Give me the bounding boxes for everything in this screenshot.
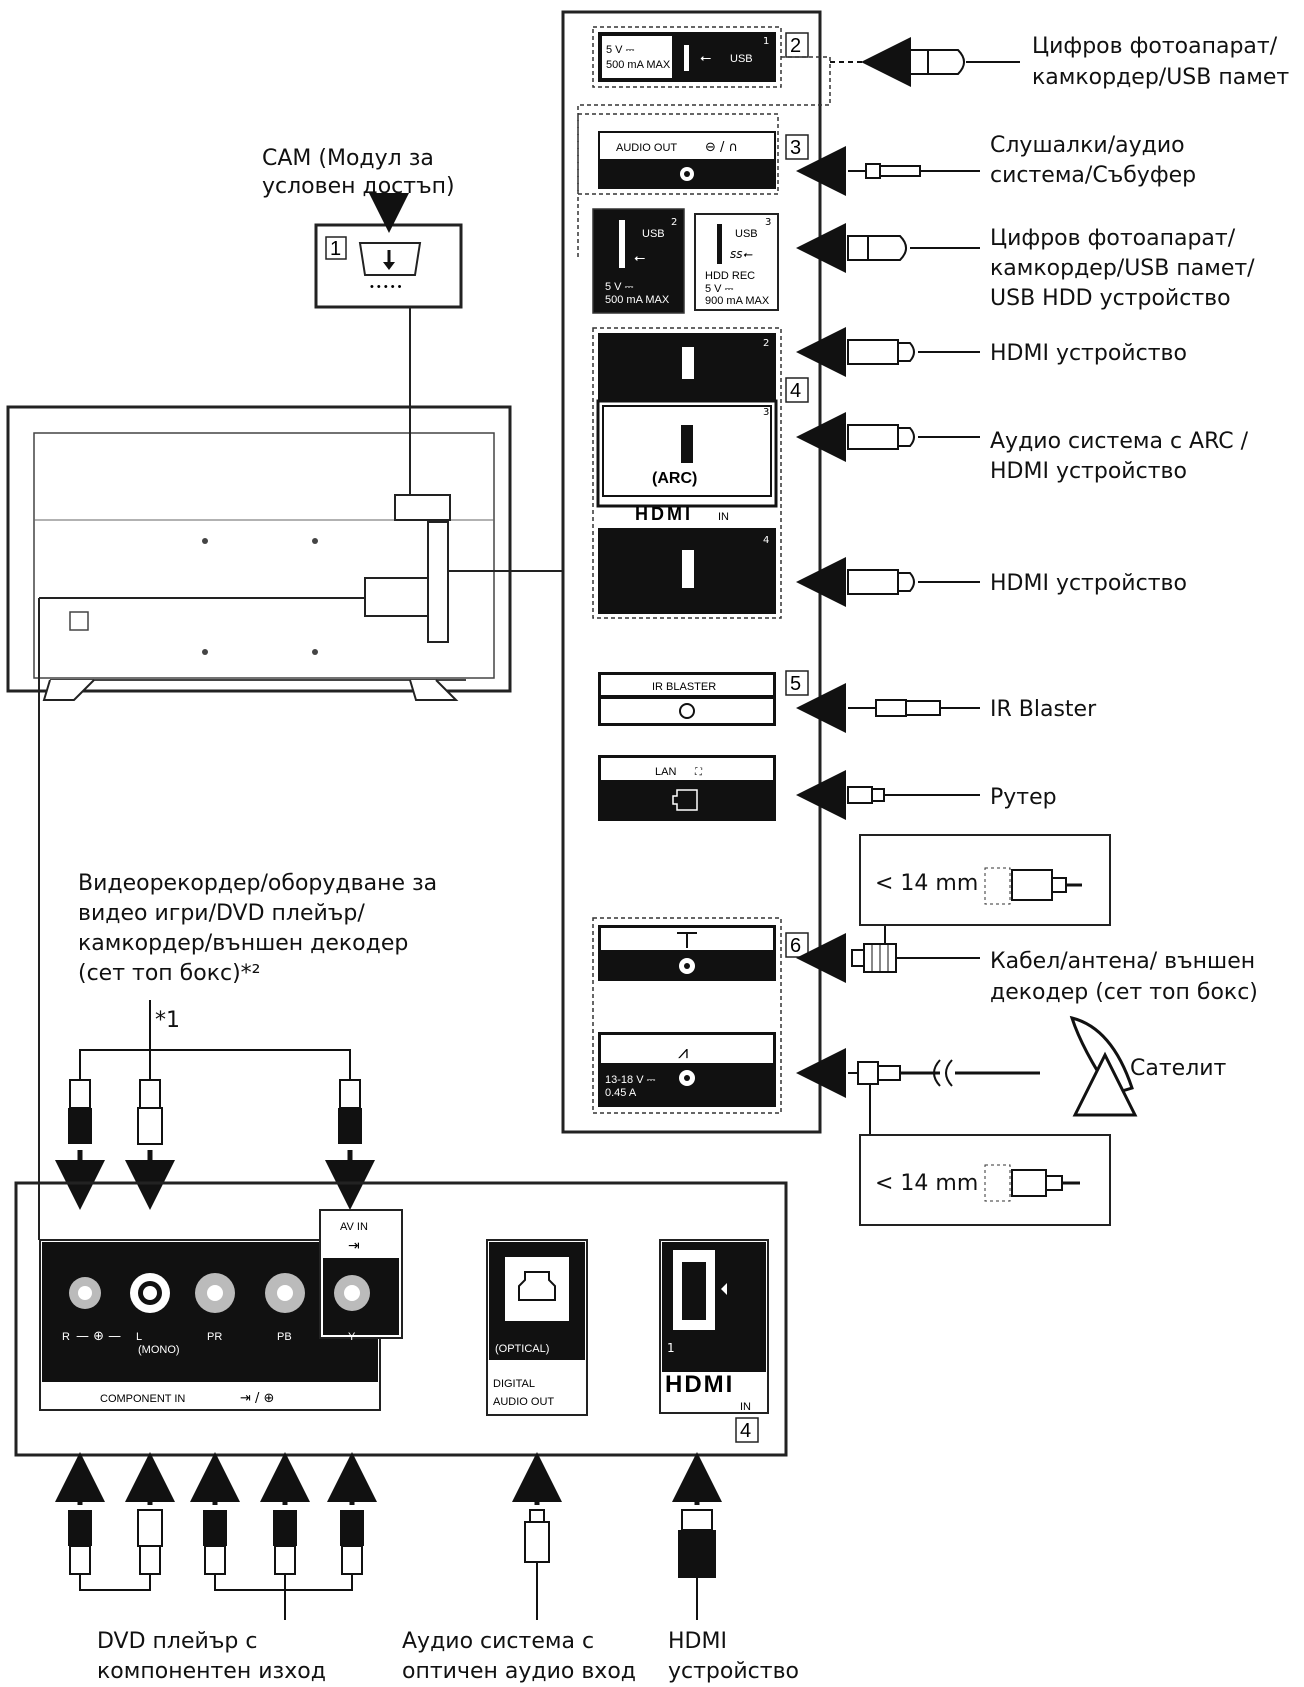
digital-audio-out-line1: DIGITAL	[493, 1378, 535, 1390]
cam-label-line1: CAM (Модул за	[262, 146, 434, 171]
cam-label-line2: условен достъп)	[262, 174, 455, 199]
hdmi-bottom-in: IN	[740, 1401, 751, 1413]
label-router: Рутер	[990, 785, 1057, 810]
hdmi4-index: 4	[763, 535, 769, 546]
av-in-label: AV IN	[340, 1221, 368, 1233]
mm-top-label: < 14 mm	[875, 871, 978, 896]
num-2: 2	[790, 35, 801, 57]
label-hdmi-device-2: HDMI устройство	[990, 571, 1187, 596]
lan-icon: ⛶	[694, 767, 703, 778]
num-4-side: 4	[790, 380, 801, 402]
mm-bottom-label: < 14 mm	[875, 1171, 978, 1196]
jack-label-pb: PB	[277, 1331, 292, 1343]
num-3: 3	[790, 137, 801, 159]
hdmi-bottom-index: 1	[667, 1341, 675, 1355]
hdmi-in-label: IN	[718, 511, 729, 523]
label-hdmi-bottom-line2: устройство	[668, 1659, 799, 1684]
label-dvd-line2: компонентен изход	[97, 1659, 326, 1684]
usb3-ss-icon: ss⭠	[730, 247, 754, 261]
label-video-line1: Видеорекордер/оборудване за	[78, 871, 437, 896]
side-panel: 5 V ⎓ 500 mA MAX USB ⭠ 1 2 AUDIO OUT ⊖ /…	[561, 10, 831, 1134]
jack-r-arrow-icon: — ⊕ —	[76, 1329, 121, 1344]
label-hdmi-bottom-line1: HDMI	[668, 1629, 727, 1654]
num-6: 6	[790, 935, 801, 957]
label-usb-top-line1: Цифров фотоапарат/	[1032, 34, 1278, 59]
usb1-index: 1	[763, 36, 769, 47]
label-usb-top-line2: камкордер/USB памет	[1032, 65, 1289, 90]
label-arc-line1: Аудио система с ARC /	[990, 429, 1249, 454]
jack-label-mono: (MONO)	[138, 1344, 180, 1356]
num-1-cam: 1	[330, 238, 341, 260]
label-video-line2: видео игри/DVD плейър/	[78, 901, 365, 926]
usb1-symbol-icon: ⭠	[700, 50, 711, 66]
label-arc-line2: HDMI устройство	[990, 459, 1187, 484]
label-headphones-line2: система/Събуфер	[990, 163, 1196, 188]
jack-label-r: R	[62, 1331, 70, 1343]
label-usb-hdd-line3: USB HDD устройство	[990, 286, 1231, 311]
label-usb-hdd-line2: камкордер/USB памет/	[990, 256, 1255, 281]
usb2-voltage-line1: 5 V ⎓	[605, 281, 634, 293]
jack-label-l: L	[136, 1331, 142, 1343]
usb1-label: USB	[730, 53, 753, 65]
satellite-dish-icon: ⩘	[678, 1042, 688, 1063]
label-video-line4: (сет топ бокс)*²	[78, 961, 261, 986]
label-ir-blaster: IR Blaster	[990, 697, 1097, 722]
label-video-line3: камкордер/външен декодер	[78, 931, 408, 956]
av-in-icon: ⇥	[348, 1238, 360, 1254]
jack-label-pr: PR	[207, 1331, 222, 1343]
usb3-voltage-line2: 900 mA MAX	[705, 295, 770, 307]
num-4-bottom: 4	[740, 1420, 751, 1442]
svg-text:• • • • •: • • • • •	[370, 281, 402, 293]
usb2-index: 2	[671, 217, 677, 228]
lan-label: LAN	[655, 766, 676, 778]
label-optical-line2: оптичен аудио вход	[402, 1659, 636, 1684]
usb3-voltage-line1: 5 V ⎓	[705, 283, 734, 295]
component-in-label: COMPONENT IN	[100, 1393, 185, 1405]
usb3-label: USB	[735, 228, 758, 240]
label-hdmi-device-1: HDMI устройство	[990, 341, 1187, 366]
digital-audio-out-line2: AUDIO OUT	[493, 1396, 554, 1408]
label-dvd-line1: DVD плейър с	[97, 1629, 257, 1654]
right-cables: < 14 mm < 14 mm	[796, 37, 1138, 1226]
label-satellite: Сателит	[1130, 1056, 1227, 1081]
note-1: *1	[155, 1008, 180, 1033]
bottom-panel: AV IN ⇥ R — ⊕ — L (MONO) PR PB Y COMPONE…	[14, 1181, 788, 1457]
label-usb-hdd-line1: Цифров фотоапарат/	[990, 226, 1236, 251]
usb2-symbol-icon: ⭠	[634, 250, 645, 266]
cam-slot: 1 • • • • •	[314, 193, 463, 495]
usb2-label: USB	[642, 228, 665, 240]
audio-out-label: AUDIO OUT	[616, 142, 677, 154]
hdmi-bottom-logo: HDMI	[665, 1371, 734, 1398]
hdmi3-index: 3	[763, 407, 769, 418]
usb1-voltage-line2: 500 mA MAX	[606, 59, 671, 71]
headphone-icon: ⊖ / ∩	[705, 140, 738, 155]
hdmi-in-logo: HDMI	[635, 504, 693, 524]
label-cable-line1: Кабел/антена/ външен	[990, 949, 1255, 974]
usb2-voltage-line2: 500 mA MAX	[605, 294, 670, 306]
jack-label-y: Y	[348, 1331, 356, 1343]
sat-voltage-line2: 0.45 A	[605, 1087, 637, 1099]
usb1-voltage-line1: 5 V ⎓	[606, 44, 635, 56]
optical-label: (OPTICAL)	[495, 1343, 549, 1355]
label-cable-line2: декодер (сет топ бокс)	[990, 980, 1258, 1005]
sat-voltage-line1: 13-18 V ⎓	[605, 1074, 656, 1086]
tv-illustration	[6, 405, 512, 701]
usb3-index: 3	[765, 217, 771, 228]
usb3-hdd-rec: HDD REC	[705, 270, 755, 282]
arc-label: (ARC)	[652, 470, 697, 487]
bottom-cables	[55, 1452, 722, 1620]
upper-rca-cables	[55, 1000, 375, 1210]
label-headphones-line1: Слушалки/аудио	[990, 133, 1185, 158]
hdmi2-index: 2	[763, 338, 769, 349]
label-optical-line1: Аудио система с	[402, 1629, 594, 1654]
component-in-icon: ⇥ / ⊕	[240, 1391, 274, 1406]
ir-blaster-label: IR BLASTER	[652, 681, 716, 693]
num-5: 5	[790, 673, 801, 695]
